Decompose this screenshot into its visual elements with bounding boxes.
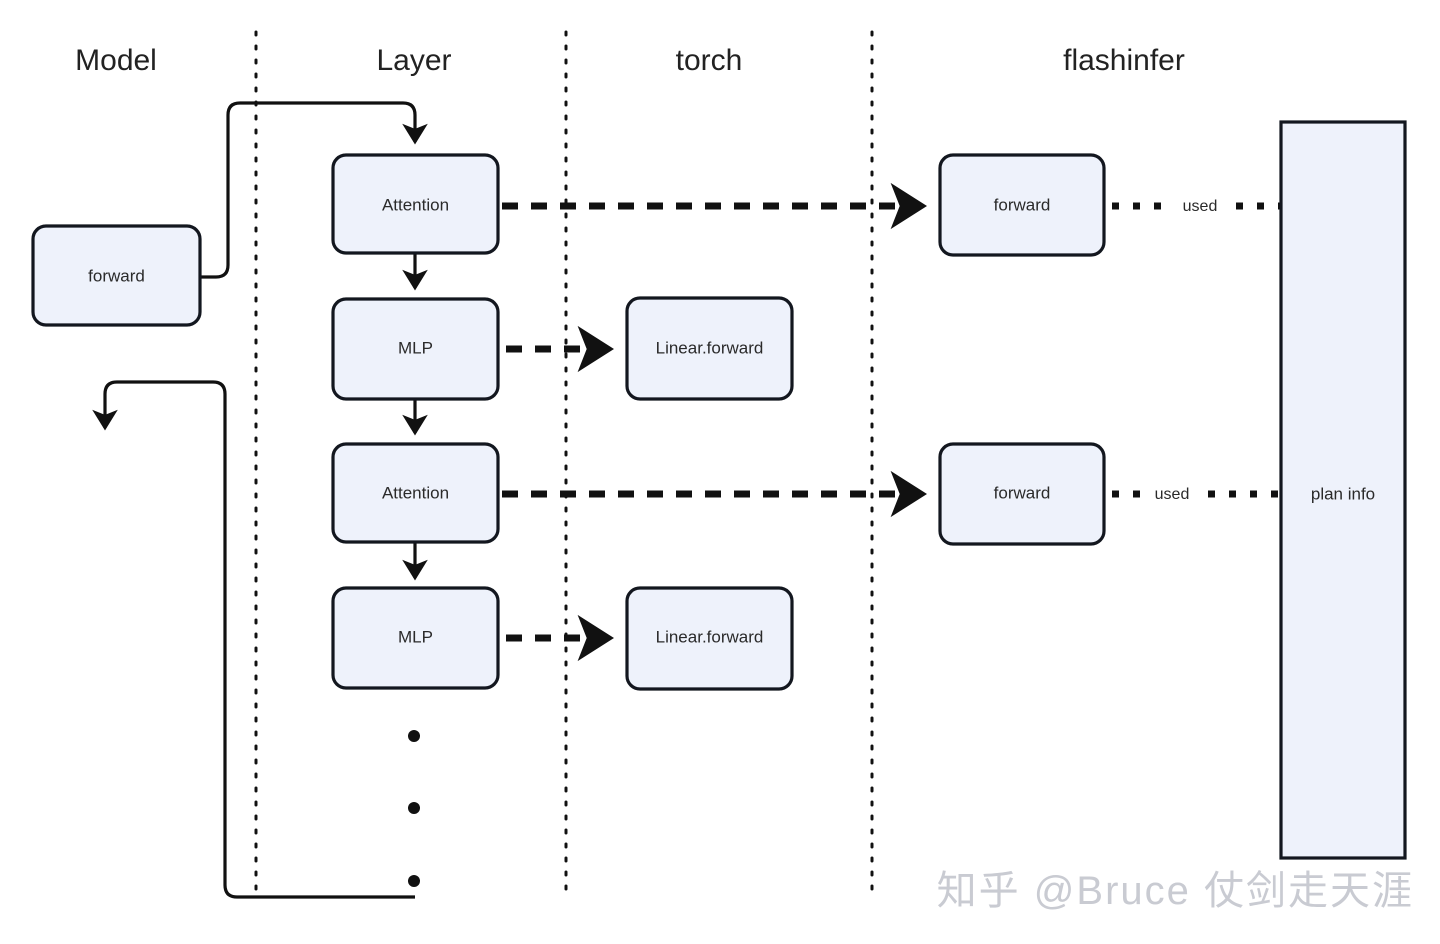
node-flashinfer-forward-2-rect[interactable] — [938, 442, 1106, 546]
node-torch-linear-forward-1[interactable]: Linear.forward — [625, 296, 794, 401]
edge-model-forward-to-attention-1 — [200, 101, 428, 279]
node-flashinfer-forward-2-label: forward — [994, 483, 1051, 502]
node-torch-linear-forward-1-rect[interactable] — [625, 296, 794, 401]
edge-layer-loop-back-to-model — [92, 380, 415, 899]
node-plan-info[interactable]: plan info — [1279, 120, 1407, 860]
node-layer-attention-1-label: Attention — [382, 195, 449, 214]
watermark-text: 知乎 @Bruce 仗剑走天涯 — [936, 869, 1414, 913]
node-torch-linear-forward-2-rect[interactable] — [625, 586, 794, 691]
node-torch-linear-forward-2-label: Linear.forward — [656, 627, 764, 646]
node-plan-info-label: plan info — [1311, 484, 1375, 503]
node-model-forward-rect[interactable] — [31, 224, 202, 327]
layer-ellipsis-dot-1 — [408, 730, 420, 742]
node-layer-attention-1[interactable]: Attention — [331, 153, 500, 255]
node-layer-attention-2-label: Attention — [382, 483, 449, 502]
node-layer-mlp-2-rect[interactable] — [331, 586, 500, 690]
layer-ellipsis-dot-2 — [408, 802, 420, 814]
node-layer-attention-1-rect[interactable] — [331, 153, 500, 255]
column-header-flashinfer: flashinfer — [1063, 44, 1185, 77]
node-plan-info-rect[interactable] — [1279, 120, 1407, 860]
column-header-model: Model — [75, 44, 157, 77]
node-layer-attention-2-rect[interactable] — [331, 442, 500, 544]
node-layer-mlp-1-rect[interactable] — [331, 297, 500, 401]
edge-label-used-2: used — [1155, 486, 1190, 503]
node-model-forward[interactable]: forward — [31, 224, 202, 327]
node-flashinfer-forward-1-rect[interactable] — [938, 153, 1106, 257]
column-header-layer: Layer — [376, 44, 451, 77]
node-torch-linear-forward-1-label: Linear.forward — [656, 338, 764, 357]
node-layer-mlp-2[interactable]: MLP — [331, 586, 500, 690]
layer-ellipsis-dot-3 — [408, 875, 420, 887]
node-layer-mlp-1-label: MLP — [398, 338, 433, 357]
edge-label-used-1: used — [1183, 198, 1218, 215]
column-header-torch: torch — [676, 44, 743, 77]
node-flashinfer-forward-1-label: forward — [994, 195, 1051, 214]
node-layer-mlp-2-label: MLP — [398, 627, 433, 646]
node-model-forward-label: forward — [88, 266, 145, 285]
node-flashinfer-forward-2[interactable]: forward — [938, 442, 1106, 546]
node-torch-linear-forward-2[interactable]: Linear.forward — [625, 586, 794, 691]
node-layer-attention-2[interactable]: Attention — [331, 442, 500, 544]
node-layer-mlp-1[interactable]: MLP — [331, 297, 500, 401]
node-flashinfer-forward-1[interactable]: forward — [938, 153, 1106, 257]
